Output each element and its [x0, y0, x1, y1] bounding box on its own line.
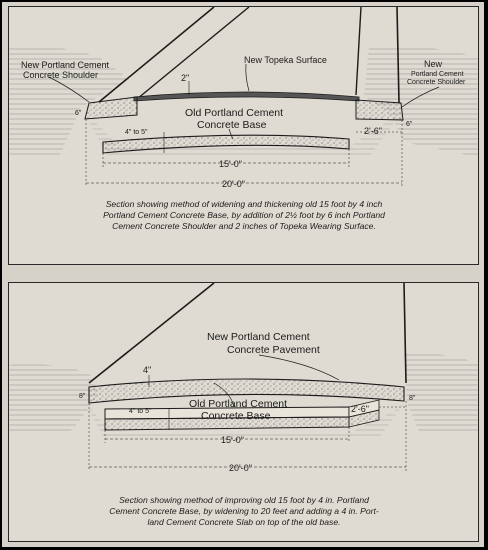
dim-slab-thickness: 4"	[143, 365, 151, 375]
dim-shoulder-width: 2'-6"	[351, 404, 369, 414]
top-caption: Section showing method of widening and t…	[39, 199, 449, 232]
label-old-base-line2: Concrete Base	[197, 119, 267, 131]
dim-right-depth: 6"	[406, 121, 413, 128]
road-edge-right-inner	[355, 7, 362, 96]
dim-base-thickness: 4" to 5"	[125, 129, 148, 136]
top-cross-section-diagram: New Portland Cement Concrete Shoulder Ne…	[9, 7, 478, 189]
top-caption-line2: Portland Cement Concrete Base, by additi…	[103, 210, 385, 220]
dim-base-thickness: 4" to 5"	[129, 408, 152, 415]
label-new-pavement-line2: Concrete Pavement	[227, 344, 320, 356]
bottom-section-panel: New Portland Cement Concrete Pavement Ol…	[8, 282, 479, 542]
label-new-pavement-line1: New Portland Cement	[207, 331, 310, 343]
dim-base-width: 15'-0"	[221, 435, 244, 445]
dim-left-depth: 6"	[75, 110, 82, 117]
label-right-shoulder-line2: Portland Cement	[411, 71, 464, 78]
road-edge-left-inner	[136, 7, 250, 100]
earth-trench	[85, 403, 404, 438]
topeka-surface-layer	[133, 91, 360, 102]
label-right-shoulder-line3: Concrete Shoulder	[407, 79, 466, 86]
top-caption-line1: Section showing method of widening and t…	[105, 199, 383, 209]
dim-right-depth: 8"	[409, 395, 416, 402]
label-old-base-line1: Old Portland Cement	[189, 398, 287, 410]
road-edge-right	[403, 283, 407, 384]
dim-base-width: 15'-0"	[219, 159, 242, 169]
dim-left-depth: 8"	[79, 393, 86, 400]
page: New Portland Cement Concrete Shoulder Ne…	[2, 2, 484, 547]
earth-embankment-right	[404, 352, 478, 433]
earth-embankment-left	[9, 45, 129, 157]
label-old-base-line1: Old Portland Cement	[185, 107, 283, 119]
dim-total-width: 20'-0"	[222, 179, 245, 189]
label-left-shoulder-line1: New Portland Cement	[21, 60, 110, 70]
road-edge-left	[88, 283, 215, 384]
earth-embankment-left	[9, 364, 99, 433]
dim-shoulder-width: 2'-6"	[364, 126, 382, 136]
left-shoulder-block	[84, 96, 138, 120]
dim-total-width: 20'-0"	[229, 463, 252, 473]
bottom-caption-line3: land Cement Concrete Slab on top of the …	[147, 517, 341, 527]
road-edge-left	[98, 7, 215, 103]
label-right-shoulder-line1: New	[424, 59, 443, 69]
top-caption-line3: Cement Concrete Shoulder and 2 inches of…	[112, 221, 376, 231]
label-old-base-line2: Concrete Base	[201, 410, 271, 422]
bottom-caption: Section showing method of improving old …	[39, 495, 449, 528]
top-section-panel: New Portland Cement Concrete Shoulder Ne…	[8, 6, 479, 265]
label-left-shoulder-line2: Concrete Shoulder	[23, 70, 98, 80]
label-topeka-surface: New Topeka Surface	[244, 55, 327, 65]
bottom-caption-line1: Section showing method of improving old …	[119, 495, 369, 505]
road-edge-right	[396, 7, 400, 104]
dim-topeka-thickness: 2"	[181, 73, 189, 83]
earth-embankment-right	[364, 45, 478, 158]
bottom-cross-section-diagram: New Portland Cement Concrete Pavement Ol…	[9, 283, 478, 473]
bottom-caption-line2: Cement Concrete Base, by widening to 20 …	[109, 506, 379, 516]
right-shoulder-block	[355, 99, 404, 121]
